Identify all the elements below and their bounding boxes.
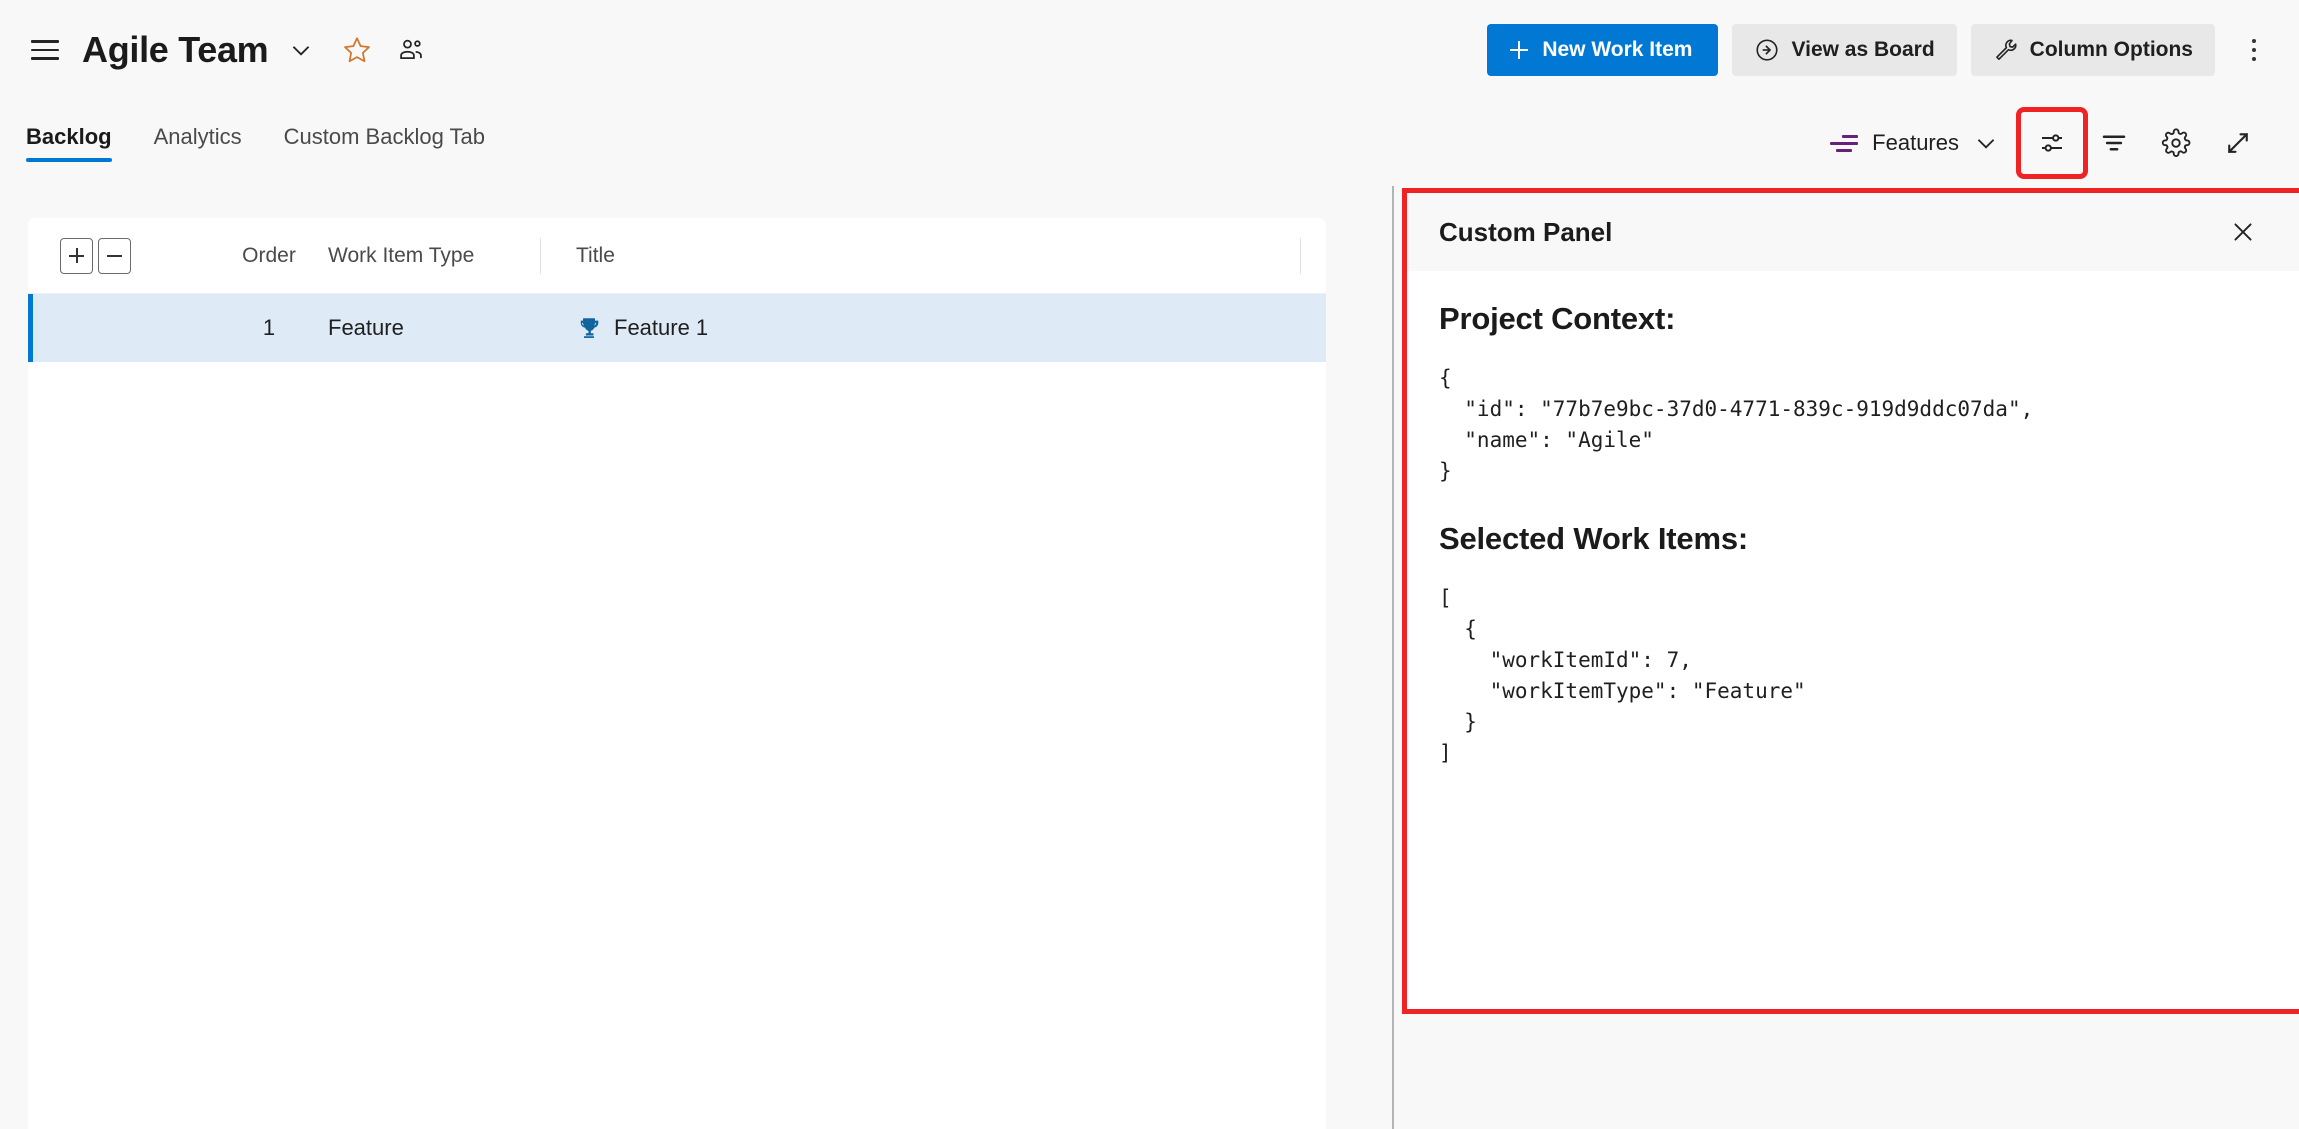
cell-order: 1: [262, 315, 276, 340]
cell-title: Feature 1: [576, 315, 708, 341]
custom-panel-highlight: Custom Panel Project Context: { "id": "7…: [1402, 188, 2299, 1014]
custom-panel-header: Custom Panel: [1407, 193, 2299, 271]
more-vertical-icon[interactable]: [2231, 27, 2277, 73]
chevron-down-icon: [1977, 139, 1995, 149]
backlog-level-selector[interactable]: Features: [1816, 122, 2011, 164]
filter-icon: [2102, 135, 2126, 151]
wrench-icon: [1995, 39, 2017, 61]
backlog-grid: Order Work Item Type Title 1 Feature Fea…: [28, 218, 1326, 1129]
arrow-circle-right-icon: [1756, 39, 1779, 61]
cell-work-item-type: Feature: [328, 315, 404, 340]
view-options-button[interactable]: [2016, 107, 2088, 179]
backlog-grid-header: Order Work Item Type Title: [28, 218, 1326, 294]
page-title: Agile Team: [82, 29, 269, 70]
view-as-board-button[interactable]: View as Board: [1732, 24, 1957, 76]
minus-square-icon[interactable]: [98, 237, 131, 274]
selected-work-items-code: [ { "workItemId": 7, "workItemType": "Fe…: [1439, 586, 1806, 765]
column-header-title[interactable]: Title: [576, 243, 615, 267]
tab-analytics[interactable]: Analytics: [154, 124, 242, 162]
custom-panel: Custom Panel Project Context: { "id": "7…: [1407, 193, 2299, 1009]
column-header-work-item-type[interactable]: Work Item Type: [328, 243, 475, 267]
column-header-order[interactable]: Order: [242, 243, 296, 267]
new-work-item-button[interactable]: New Work Item: [1487, 24, 1719, 76]
new-work-item-label: New Work Item: [1542, 38, 1693, 61]
panel-splitter[interactable]: [1392, 186, 1394, 1129]
backlog-levels-icon: [1828, 134, 1859, 152]
tab-backlog[interactable]: Backlog: [26, 124, 112, 162]
filter-button[interactable]: [2083, 112, 2145, 174]
tab-backlog-label: Backlog: [26, 124, 112, 149]
column-divider: [1300, 238, 1301, 274]
plus-icon: [1510, 41, 1529, 59]
settings-button[interactable]: [2145, 112, 2207, 174]
view-as-board-label: View as Board: [1791, 38, 1935, 61]
custom-panel-title: Custom Panel: [1439, 216, 1613, 247]
tab-analytics-label: Analytics: [153, 124, 242, 149]
cell-title-text: Feature 1: [614, 315, 709, 340]
column-options-label: Column Options: [2029, 38, 2193, 61]
plus-square-icon[interactable]: [60, 237, 93, 274]
star-icon[interactable]: [340, 33, 374, 67]
gear-icon: [2161, 128, 2191, 157]
project-context-heading: Project Context:: [1439, 301, 1676, 336]
sliders-icon: [2042, 134, 2062, 152]
custom-panel-body: Project Context: { "id": "77b7e9bc-37d0-…: [1407, 271, 2299, 1009]
column-options-button[interactable]: Column Options: [1970, 24, 2215, 76]
hamburger-icon[interactable]: [22, 27, 68, 73]
trophy-icon: [580, 318, 599, 338]
tab-custom-backlog-tab[interactable]: Custom Backlog Tab: [284, 124, 485, 162]
column-divider: [540, 238, 541, 274]
backlog-level-label: Features: [1872, 130, 1959, 155]
tab-custom-backlog-label: Custom Backlog Tab: [283, 124, 486, 149]
fullscreen-button[interactable]: [2207, 112, 2269, 174]
table-row[interactable]: 1 Feature Feature 1: [28, 294, 1326, 362]
backlog-toolbar: Features: [1816, 107, 2299, 179]
people-icon[interactable]: [394, 33, 428, 67]
project-context-code: { "id": "77b7e9bc-37d0-4771-839c-919d9dd…: [1439, 366, 2034, 483]
app-header: Agile Team New Work Item View: [0, 0, 2299, 100]
close-icon[interactable]: [2221, 210, 2265, 254]
selected-work-items-heading: Selected Work Items:: [1439, 521, 1748, 556]
expander-group: [60, 237, 131, 274]
chevron-down-icon[interactable]: [286, 35, 316, 65]
expand-diagonal-icon: [2228, 133, 2248, 153]
tab-row: Backlog Analytics Custom Backlog Tab Fea…: [0, 100, 2299, 186]
